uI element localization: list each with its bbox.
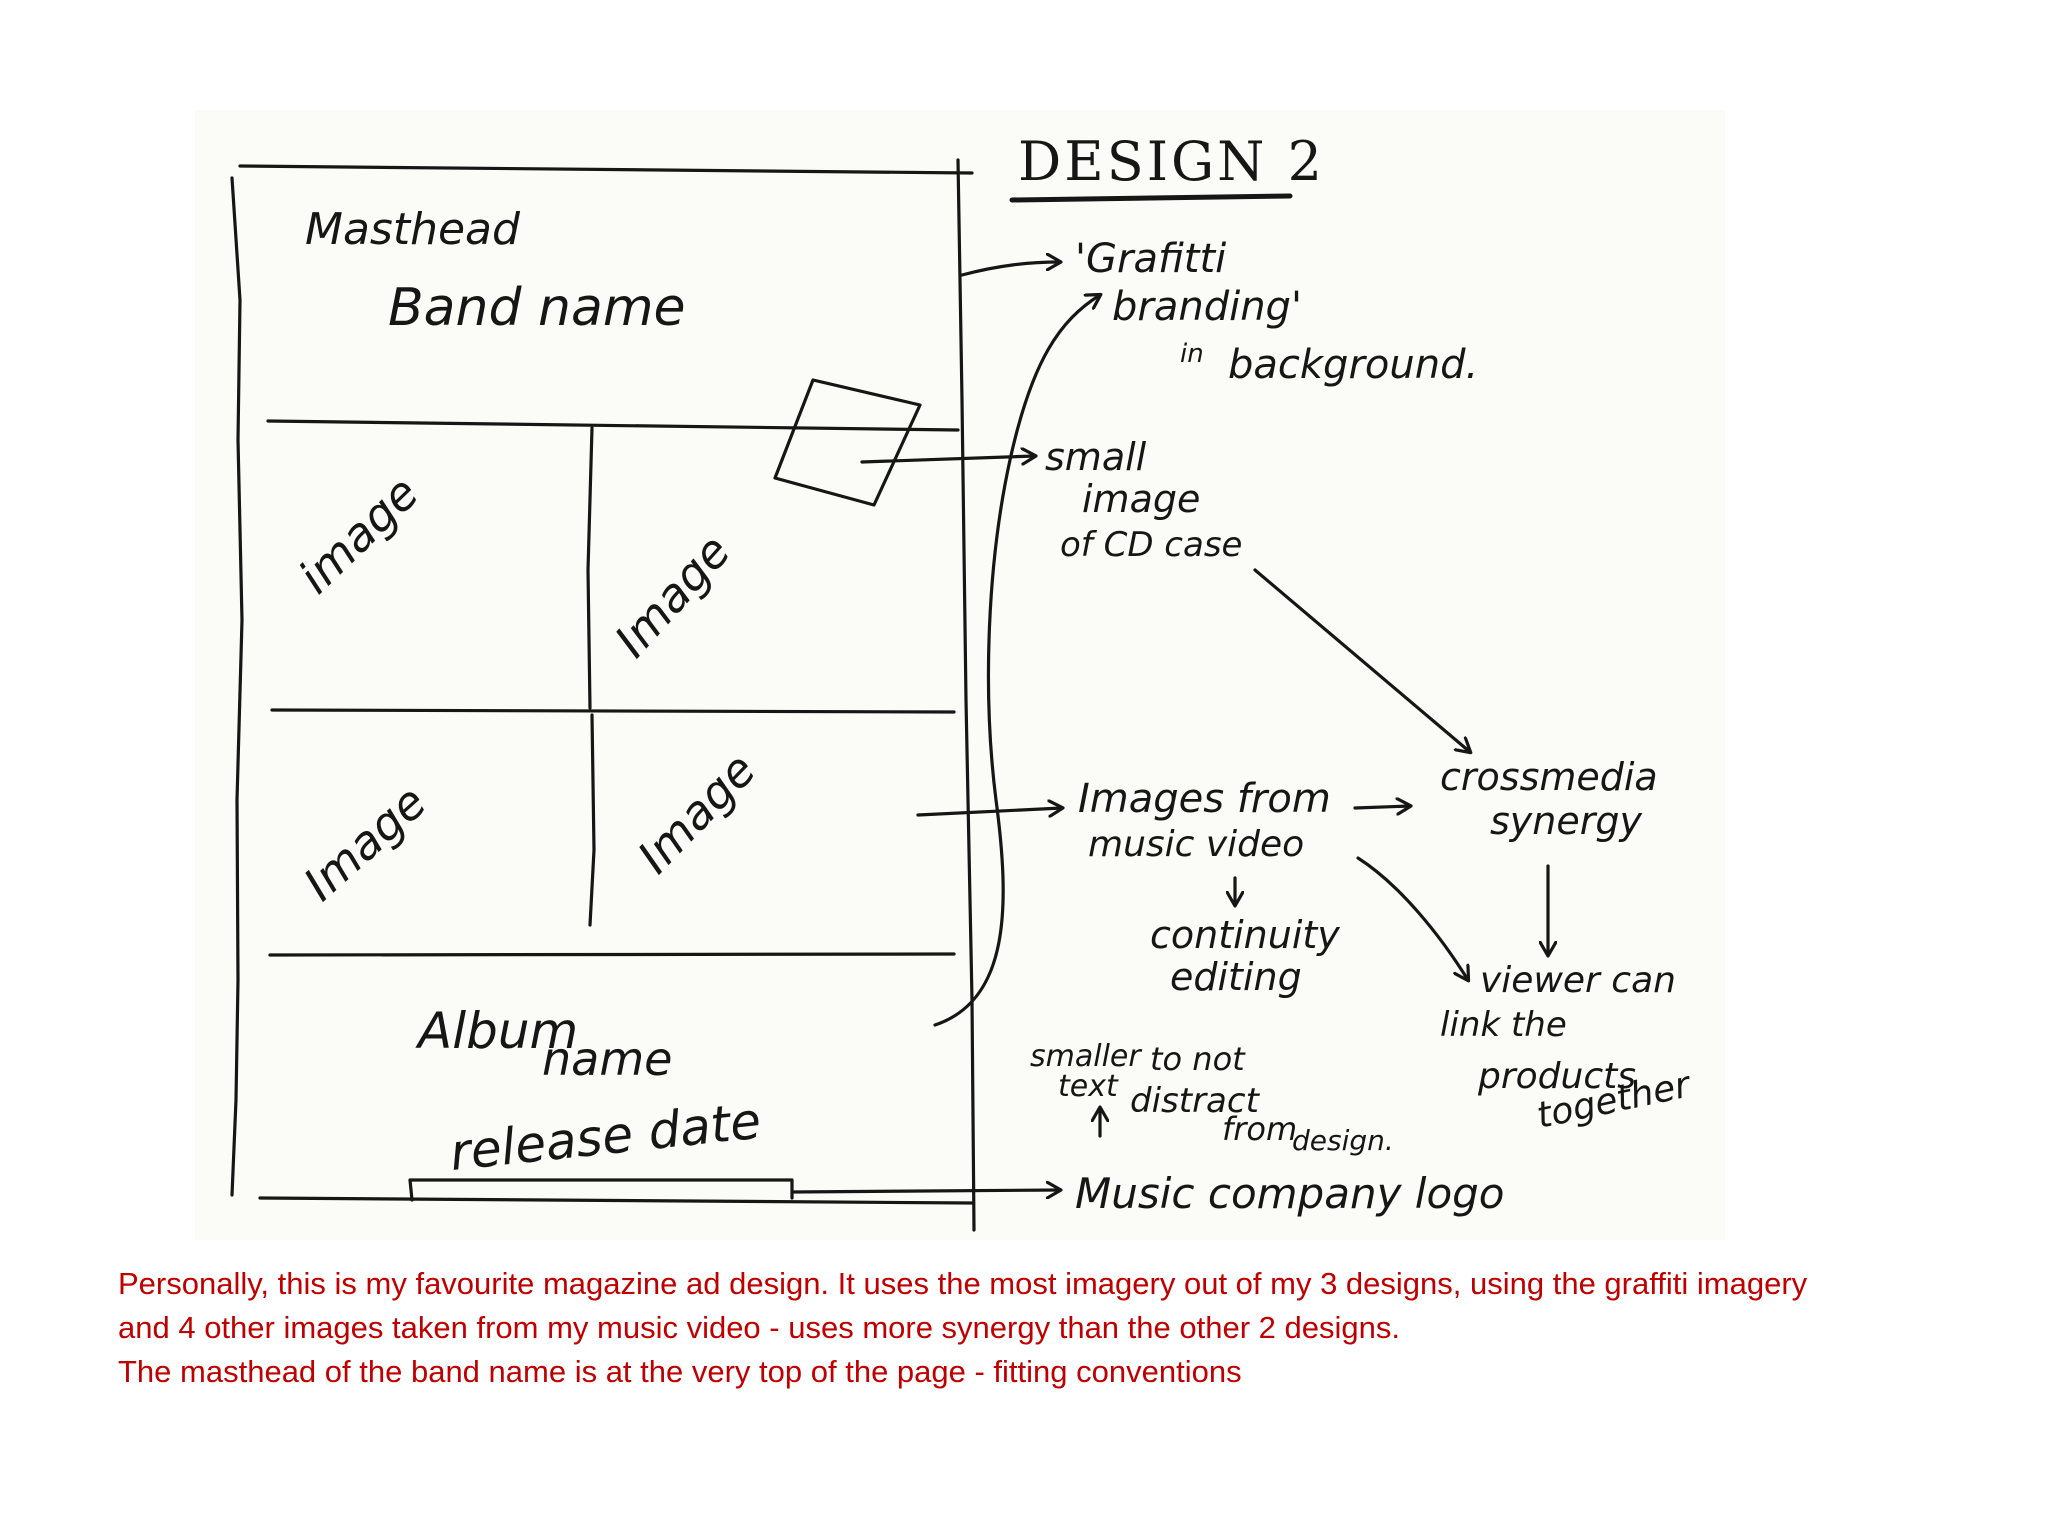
- image-grid-vertical-bottom: [588, 713, 596, 927]
- note-continuity-line1: continuity: [1150, 913, 1340, 957]
- note-graffiti-line3: in: [1180, 339, 1204, 369]
- note-smaller-line2: text: [1058, 1069, 1119, 1104]
- note-graffiti-line2: branding': [1112, 284, 1302, 330]
- lower-divider: [268, 952, 956, 957]
- note-small-image-line1: small: [1045, 435, 1147, 479]
- note-images-from-line2: music video: [1088, 824, 1304, 865]
- image-label-top-left: image: [288, 466, 429, 604]
- band-name-label: Band name: [388, 278, 686, 338]
- caption: Personally, this is my favourite magazin…: [118, 1262, 1958, 1394]
- frame-right-line: [956, 158, 976, 1232]
- design-title: DESIGN 2: [1018, 130, 1325, 193]
- note-continuity-line2: editing: [1170, 955, 1302, 999]
- arrow-logo-to-music-company: [790, 1190, 1060, 1192]
- frame-left-line: [230, 176, 244, 1197]
- arrow-cd-to-small-image: [860, 456, 1035, 462]
- note-smaller-line1: smaller: [1030, 1039, 1142, 1074]
- middle-divider: [270, 708, 956, 714]
- album-name-label: name: [542, 1032, 672, 1086]
- release-date-label: release date: [447, 1092, 763, 1182]
- image-label-bottom-right: Image: [627, 742, 766, 883]
- note-crossmedia-line2: synergy: [1490, 799, 1642, 843]
- image-label-bottom-left: Image: [293, 775, 436, 912]
- image-grid-vertical-top: [586, 426, 594, 710]
- arrow-cd-case-to-crossmedia: [1253, 568, 1470, 752]
- frame-bottom-line: [258, 1196, 974, 1205]
- arrow-curve-to-graffiti: [933, 295, 1100, 1027]
- image-label-top-right: Image: [604, 524, 741, 667]
- note-small-image-line2: image: [1082, 477, 1200, 521]
- masthead-divider: [266, 419, 960, 432]
- logo-bracket: [408, 1178, 794, 1202]
- note-smaller-line3: to not: [1150, 1040, 1246, 1078]
- note-viewer-line3: products: [1477, 1056, 1636, 1097]
- masthead-label: Masthead: [305, 204, 521, 255]
- note-crossmedia-line1: crossmedia: [1440, 755, 1658, 799]
- note-smaller-line5: from: [1222, 1110, 1297, 1148]
- frame-top-line: [238, 164, 974, 175]
- note-music-company: Music company logo: [1075, 1169, 1505, 1218]
- arrow-images-from-to-crossmedia: [1353, 806, 1410, 808]
- note-smaller-line4: distract: [1130, 1081, 1261, 1121]
- arrow-music-video-to-viewer: [1356, 856, 1468, 980]
- arrow-images-to-images-from: [916, 808, 1062, 815]
- caption-line-1: Personally, this is my favourite magazin…: [118, 1266, 1808, 1301]
- note-small-image-line3: of CD case: [1060, 525, 1242, 565]
- annotation-arrows: [790, 262, 1548, 1192]
- note-viewer-line1: viewer can: [1480, 960, 1676, 1001]
- album-label: Album: [415, 1002, 578, 1060]
- caption-line-3: The masthead of the band name is at the …: [118, 1354, 1242, 1389]
- arrow-masthead-to-graffiti: [960, 262, 1060, 277]
- note-smaller-line6: design.: [1292, 1124, 1394, 1157]
- layout-frame: [230, 158, 976, 1232]
- cd-case-box: [773, 378, 922, 507]
- note-graffiti-line1: 'Grafitti: [1075, 236, 1226, 282]
- title-underline: [1009, 193, 1293, 203]
- caption-line-2: and 4 other images taken from my music v…: [118, 1310, 1400, 1345]
- note-images-from-line1: Images from: [1078, 776, 1331, 822]
- note-graffiti-line4: background.: [1228, 342, 1478, 388]
- note-viewer-line2: link the: [1440, 1005, 1567, 1045]
